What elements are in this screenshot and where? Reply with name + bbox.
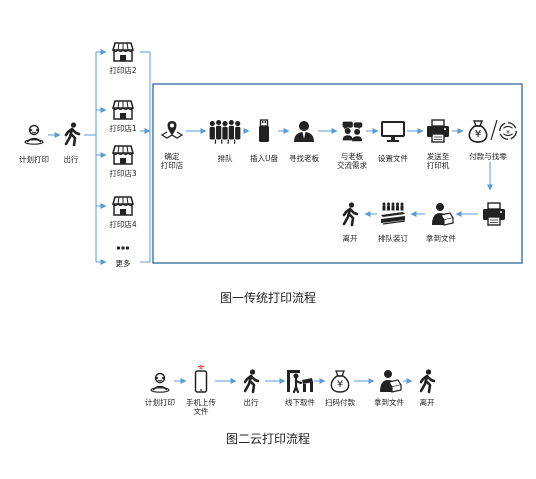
stapler-queue-icon: [380, 201, 406, 225]
store-bracket: [140, 51, 151, 263]
store-label: 更多: [116, 258, 131, 268]
step-label: 拿到文件: [426, 233, 456, 243]
step-label: 计划打印: [145, 397, 175, 407]
step-label: 发送至: [427, 151, 450, 161]
step-label: 寻找老板: [289, 153, 319, 163]
figure1-caption: 图一传统打印流程: [220, 290, 316, 305]
plan-print-icon: [24, 124, 44, 145]
cloud-steps-row: 计划打印 手机上传文件 出行 线下取件扫码付款 拿到文件 离开: [145, 365, 436, 416]
step-label: 插入U盘: [250, 153, 278, 163]
travel-label: 出行: [64, 154, 79, 164]
step-label: 离开: [343, 233, 358, 243]
coin-change-icon: [499, 122, 517, 140]
traditional-process-frame: [152, 83, 523, 264]
step-label: 交流需求: [337, 160, 367, 170]
location-pin-icon: [161, 120, 183, 139]
step-label: 打印机: [427, 160, 450, 170]
store-icon: [112, 42, 134, 62]
store-icon: [112, 196, 134, 216]
figure2-caption: 图二云打印流程: [226, 431, 310, 446]
step-label: 线下取件: [285, 397, 315, 407]
store-label: 打印店2: [109, 65, 136, 75]
traditional-steps-return-row: 拿到文件 排队装订 离开: [342, 201, 506, 243]
step-label: 出行: [244, 397, 259, 407]
walking-person-icon: [243, 368, 260, 394]
person-with-parcel-icon: [431, 202, 454, 226]
conversation-icon: [342, 121, 363, 142]
walking-person-icon: [419, 368, 436, 394]
step-label: 离开: [420, 397, 435, 407]
monitor-icon: [381, 121, 405, 143]
store-label: 打印店4: [109, 219, 136, 229]
store-icon: [112, 100, 134, 120]
step-label: 与老板: [341, 151, 364, 161]
step-label: 排队: [218, 153, 233, 163]
printer-icon: [426, 119, 450, 143]
person-location-icon: [150, 372, 170, 393]
step-label: 设置文件: [378, 153, 408, 163]
step-label: 扫码付款: [325, 397, 355, 407]
plan-print-label: 计划打印: [19, 154, 49, 164]
queue-crowd-icon: [208, 119, 242, 145]
money-bag-change-icon: [469, 121, 487, 142]
step-label: 手机上传: [186, 397, 216, 407]
store-column: 打印店2 打印店1 打印店3 打印店4 更多: [109, 42, 137, 268]
shop-owner-icon: [294, 121, 314, 142]
store-icon: [112, 145, 134, 165]
walking-person-icon: [342, 201, 359, 227]
more-dots-icon: [116, 246, 130, 250]
store-label: 打印店1: [109, 123, 136, 133]
smartphone-icon: [194, 365, 208, 393]
step-label: 拿到文件: [374, 397, 404, 407]
step-label: 确定: [165, 151, 180, 161]
step-label: 文件: [194, 406, 209, 416]
usb-drive-icon: [258, 119, 270, 143]
step-label: 打印店: [161, 160, 184, 170]
slash-divider: [490, 119, 498, 141]
printer-icon: [482, 202, 506, 226]
person-with-parcel-icon: [379, 369, 402, 393]
pickup-station-icon: [285, 368, 315, 394]
step-label: 排队装订: [378, 233, 408, 243]
money-bag-icon: [330, 370, 350, 393]
step-label: 付款与找零: [469, 151, 507, 161]
walking-person-icon: [64, 121, 81, 147]
store-label: 打印店3: [109, 168, 136, 178]
